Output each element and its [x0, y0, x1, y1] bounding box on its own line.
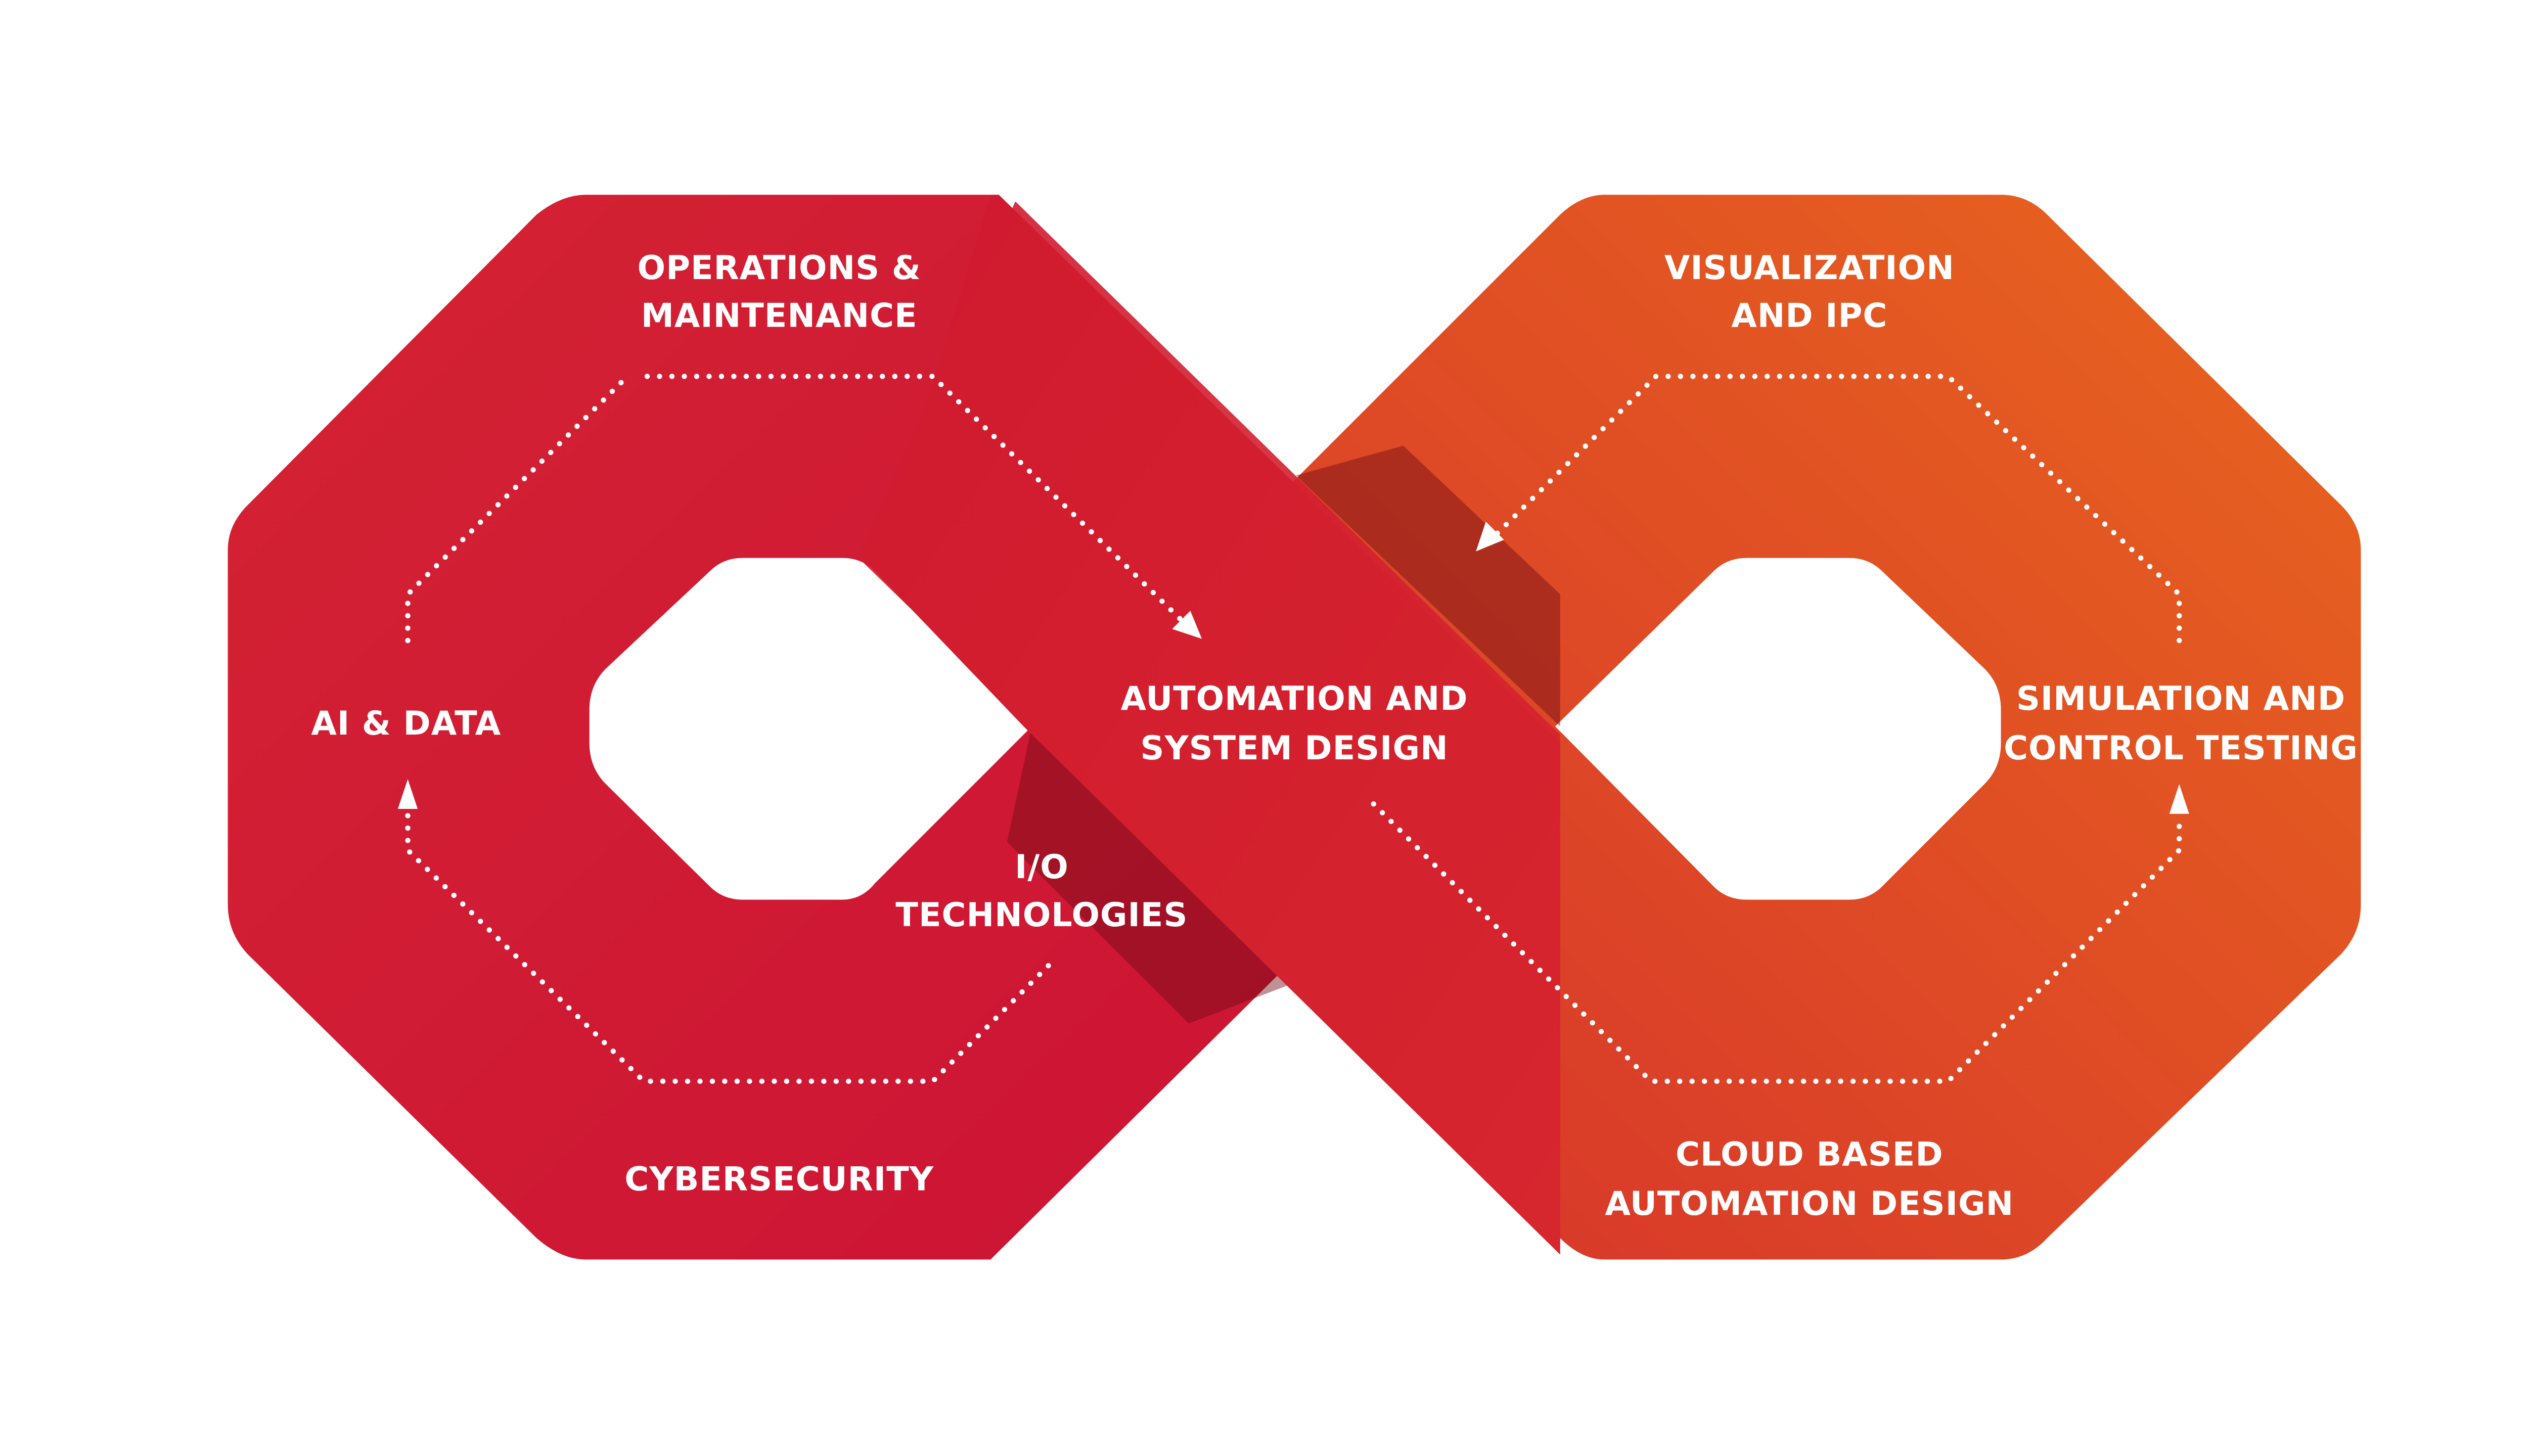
arrow-head-icon — [2169, 784, 2189, 814]
label-visualization-line2: AND IPC — [1731, 297, 1887, 335]
arrow-head-icon — [397, 779, 418, 809]
label-operations-line2: MAINTENANCE — [641, 297, 918, 335]
label-cloud-line2: AUTOMATION DESIGN — [1605, 1185, 2014, 1223]
dotted-path-simulation-to-visualization — [1491, 374, 2182, 644]
label-automation-line2: SYSTEM DESIGN — [1140, 729, 1448, 767]
label-simulation-line2: CONTROL TESTING — [2004, 729, 2358, 767]
arrow-head-icon — [1172, 611, 1202, 639]
arrow-head-icon — [1476, 521, 1504, 552]
label-io-line2: TECHNOLOGIES — [895, 896, 1188, 934]
crossing-shadow-lower — [1007, 726, 1296, 1024]
dotted-path-io-to-ai — [405, 809, 1051, 1084]
label-cloud-line1: CLOUD BASED — [1676, 1135, 1944, 1173]
label-automation-line1: AUTOMATION AND — [1121, 679, 1468, 718]
label-visualization-line1: VISUALIZATION — [1664, 249, 1955, 287]
label-simulation-line1: SIMULATION AND — [2016, 679, 2345, 718]
crossing-shadow-upper — [1296, 445, 1560, 726]
label-cybersecurity: CYBERSECURITY — [624, 1160, 934, 1198]
label-ai-data: AI & DATA — [311, 704, 501, 743]
dotted-path-ops-to-automation — [644, 374, 1192, 630]
dotted-path-automation-to-cloud — [1371, 801, 2182, 1084]
crossing-band-main — [858, 201, 1560, 1247]
label-io-line1: I/O — [1015, 848, 1069, 886]
label-operations-line1: OPERATIONS & — [638, 249, 921, 287]
